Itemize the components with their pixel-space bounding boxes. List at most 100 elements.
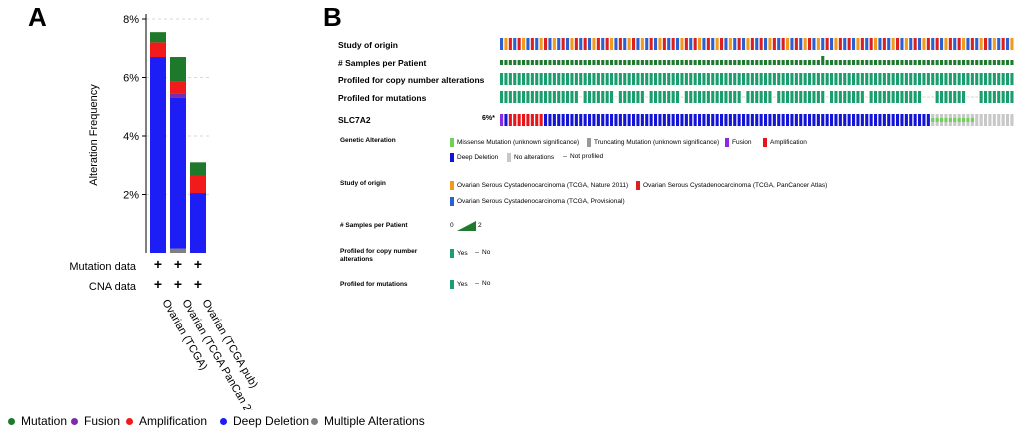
cna-profiled-cell xyxy=(702,73,706,85)
samples-cell xyxy=(693,60,697,65)
gene-cell xyxy=(601,114,605,126)
gene-cell xyxy=(548,114,552,126)
study-cell xyxy=(698,38,702,50)
mut-profiled-cell xyxy=(500,91,504,103)
cna-profiled-cell xyxy=(689,73,693,85)
cna-profiled-cell xyxy=(552,73,556,85)
no-swatch xyxy=(475,252,479,253)
study-cell xyxy=(724,38,728,50)
samples-cell xyxy=(680,60,684,65)
mut-profiled-cell xyxy=(1001,91,1005,103)
study-cell xyxy=(583,38,587,50)
mut-profiled-cell xyxy=(887,91,891,103)
mut-profiled-cell xyxy=(953,91,957,103)
cna-profiled-cell xyxy=(922,73,926,85)
legend-text: Deep Deletion xyxy=(457,154,499,161)
samples-cell xyxy=(865,60,869,65)
gene-cell xyxy=(742,114,746,126)
gene-cell xyxy=(667,114,671,126)
samples-min: 0 xyxy=(450,222,454,229)
gene-cell xyxy=(618,114,622,126)
cna-profiled-cell xyxy=(574,73,578,85)
cna-profiled-cell xyxy=(812,73,816,85)
samples-cell xyxy=(574,60,578,65)
gene-cell xyxy=(561,114,565,126)
gene-cell xyxy=(640,114,644,126)
study-cell xyxy=(1010,38,1014,50)
cna-profiled-cell xyxy=(737,73,741,85)
deep-deletion-swatch xyxy=(450,153,454,162)
mut-profiled-cell xyxy=(733,91,737,103)
track-label-study-of-origin: Study of origin xyxy=(338,40,398,50)
samples-cell xyxy=(935,60,939,65)
samples-cell xyxy=(918,60,922,65)
cna-profiled-cell xyxy=(526,73,530,85)
samples-cell xyxy=(636,60,640,65)
bar-segment-fusion xyxy=(170,93,186,98)
mut-profiled-cell xyxy=(904,91,908,103)
gene-cell xyxy=(684,114,688,126)
cna-profiled-cell xyxy=(601,73,605,85)
samples-cell xyxy=(948,60,952,65)
cna-profiled-cell xyxy=(891,73,895,85)
samples-cell xyxy=(869,60,873,65)
gene-cell xyxy=(504,114,508,126)
study-cell xyxy=(838,38,842,50)
study-cell xyxy=(759,38,763,50)
gene-cell xyxy=(649,114,653,126)
cna-profiled-cell xyxy=(614,73,618,85)
missense-mark xyxy=(957,118,961,122)
mut-profiled-cell xyxy=(557,91,561,103)
samples-cell xyxy=(843,60,847,65)
study-cell xyxy=(535,38,539,50)
gene-cell xyxy=(918,114,922,126)
cna-profiled-cell xyxy=(900,73,904,85)
cna-profiled-cell xyxy=(548,73,552,85)
samples-cell xyxy=(856,60,860,65)
gene-cell xyxy=(772,114,776,126)
mut-profiled-cell xyxy=(658,91,662,103)
gene-cell xyxy=(794,114,798,126)
study-cell xyxy=(733,38,737,50)
legend-text: Ovarian Serous Cystadenocarcinoma (TCGA,… xyxy=(643,182,828,189)
yes-swatch xyxy=(450,249,454,258)
cna-profiled-cell xyxy=(662,73,666,85)
mut-profiled-cell xyxy=(671,91,675,103)
samples-cell xyxy=(724,60,728,65)
study-cell xyxy=(654,38,658,50)
study-cell xyxy=(988,38,992,50)
cna-profiled-cell xyxy=(557,73,561,85)
study-cell xyxy=(957,38,961,50)
samples-cell xyxy=(579,60,583,65)
missense-mark xyxy=(935,118,939,122)
samples-cell xyxy=(667,60,671,65)
mut-profiled-cell xyxy=(874,91,878,103)
cna-profiled-cell xyxy=(966,73,970,85)
samples-gradient-icon xyxy=(457,221,476,231)
cna-profiled-cell xyxy=(592,73,596,85)
mut-profiled-cell xyxy=(535,91,539,103)
study-cell xyxy=(548,38,552,50)
legend-label: Amplification xyxy=(139,414,208,428)
cna-profiled-cell xyxy=(522,73,526,85)
mut-profiled-cell xyxy=(768,91,772,103)
gene-cell xyxy=(720,114,724,126)
samples-cell xyxy=(966,60,970,65)
legend-text: Ovarian Serous Cystadenocarcinoma (TCGA,… xyxy=(457,198,625,205)
cna-profiled-cell xyxy=(975,73,979,85)
samples-cell xyxy=(737,60,741,65)
gene-cell xyxy=(852,114,856,126)
fusion-cell xyxy=(500,114,504,126)
gene-cell xyxy=(984,114,988,126)
mut-profiled-cell xyxy=(711,91,715,103)
gene-cell xyxy=(623,114,627,126)
study-cell xyxy=(737,38,741,50)
cna-profiled-cell xyxy=(500,73,504,85)
samples-cell xyxy=(654,60,658,65)
study-cell xyxy=(627,38,631,50)
mut-profiled-cell xyxy=(508,91,512,103)
legend-mut-yes: Yes xyxy=(450,280,468,289)
missense-mark xyxy=(940,118,944,122)
study-cell xyxy=(962,38,966,50)
samples-cell xyxy=(750,60,754,65)
